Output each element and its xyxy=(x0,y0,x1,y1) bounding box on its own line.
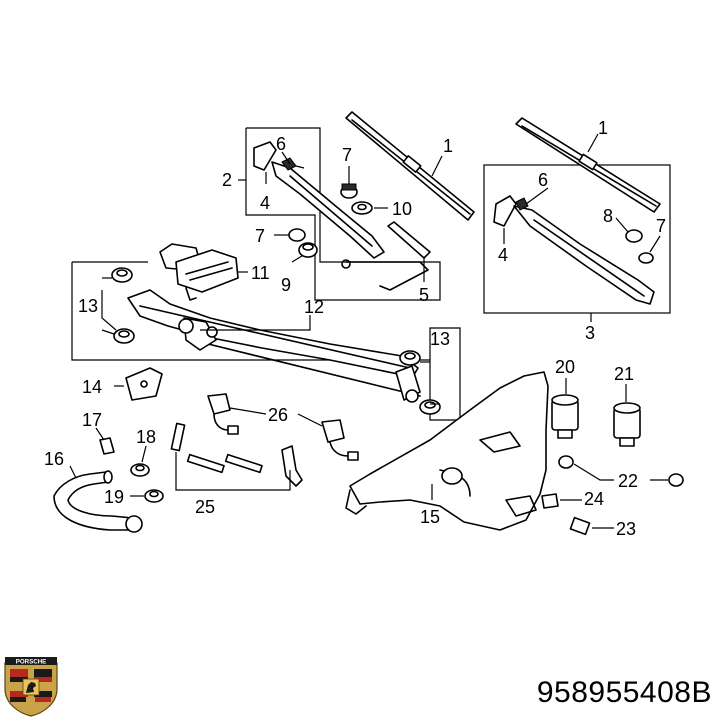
wiper-linkage-12 xyxy=(127,289,421,403)
callout-7-right: 7 xyxy=(656,216,666,236)
wiper-motor-11 xyxy=(159,243,239,301)
washer-10 xyxy=(351,201,373,215)
group-frame-linkage xyxy=(71,262,461,421)
grommet-13-c xyxy=(399,350,421,366)
callout-4-right: 4 xyxy=(498,245,508,265)
nut-7-mid xyxy=(288,228,306,242)
callout-25: 25 xyxy=(195,497,215,517)
callout-6-right: 6 xyxy=(538,170,548,190)
grommet-13-a xyxy=(111,267,133,283)
callout-1-right: 1 xyxy=(598,118,608,138)
wiper-blade-left xyxy=(345,111,475,221)
callout-11: 11 xyxy=(251,263,270,283)
callout-4-left: 4 xyxy=(260,193,270,213)
grommet-22-a xyxy=(558,455,574,469)
callout-21: 21 xyxy=(614,364,634,384)
callout-16: 16 xyxy=(44,449,64,469)
callout-3: 3 xyxy=(585,323,595,343)
callout-14: 14 xyxy=(82,377,102,397)
wiper-blade-right xyxy=(515,117,661,213)
seal-24 xyxy=(541,493,559,509)
callout-13-left: 13 xyxy=(78,296,98,316)
washer-reservoir-15 xyxy=(345,371,549,531)
group-frame-left-arm xyxy=(245,127,441,301)
cap-19 xyxy=(144,489,164,503)
callout-26: 26 xyxy=(268,405,288,425)
logo-wordmark: PORSCHE xyxy=(16,659,47,666)
callout-15: 15 xyxy=(420,507,440,527)
callout-23: 23 xyxy=(616,519,636,539)
nozzle-26-b xyxy=(321,419,359,461)
washer-pump-21 xyxy=(613,402,641,447)
callout-17: 17 xyxy=(82,410,102,430)
hose-25-set xyxy=(170,422,303,491)
level-sensor-23 xyxy=(569,516,591,536)
callout-24: 24 xyxy=(584,489,604,509)
clip-17 xyxy=(99,437,115,455)
callout-5: 5 xyxy=(419,285,429,305)
nozzle-26-a xyxy=(207,393,239,435)
callout-22: 22 xyxy=(618,471,638,491)
grommet-13-b xyxy=(113,328,135,344)
grommet-13-d xyxy=(419,399,441,415)
arm-bracket-5 xyxy=(341,221,431,291)
callout-7-top: 7 xyxy=(342,145,352,165)
pad-14 xyxy=(125,367,163,401)
callout-6-left: 6 xyxy=(276,134,286,154)
porsche-crest-logo: PORSCHE xyxy=(4,657,58,717)
grommet-22-b xyxy=(668,473,684,487)
callout-1-left: 1 xyxy=(443,136,453,156)
wiper-arm-right xyxy=(493,195,655,305)
washer-pump-20 xyxy=(551,394,579,439)
callout-10: 10 xyxy=(392,199,412,219)
nut-7-top xyxy=(340,183,358,199)
cap-9 xyxy=(298,242,318,258)
cap-18 xyxy=(130,463,150,477)
nut-7-right xyxy=(638,252,654,264)
part-number-label: 958955408B xyxy=(536,676,712,709)
hose-16 xyxy=(53,470,143,533)
arm-cover-6-right xyxy=(515,197,529,211)
wiper-arm-left xyxy=(253,141,385,259)
callout-labels: 1 1 2 3 4 4 5 6 6 7 7 7 8 9 10 11 12 13 … xyxy=(44,118,666,539)
group-frame-right-arm xyxy=(483,164,671,314)
callout-13-right: 13 xyxy=(430,329,450,349)
callout-9: 9 xyxy=(281,275,291,295)
callout-2: 2 xyxy=(222,170,232,190)
leader-lines xyxy=(69,133,668,529)
cap-8 xyxy=(625,229,643,243)
callout-8: 8 xyxy=(603,206,613,226)
callout-7-mid: 7 xyxy=(255,226,265,246)
callout-18: 18 xyxy=(136,427,156,447)
callout-20: 20 xyxy=(555,357,575,377)
callout-12: 12 xyxy=(304,297,324,317)
callout-19: 19 xyxy=(104,487,124,507)
